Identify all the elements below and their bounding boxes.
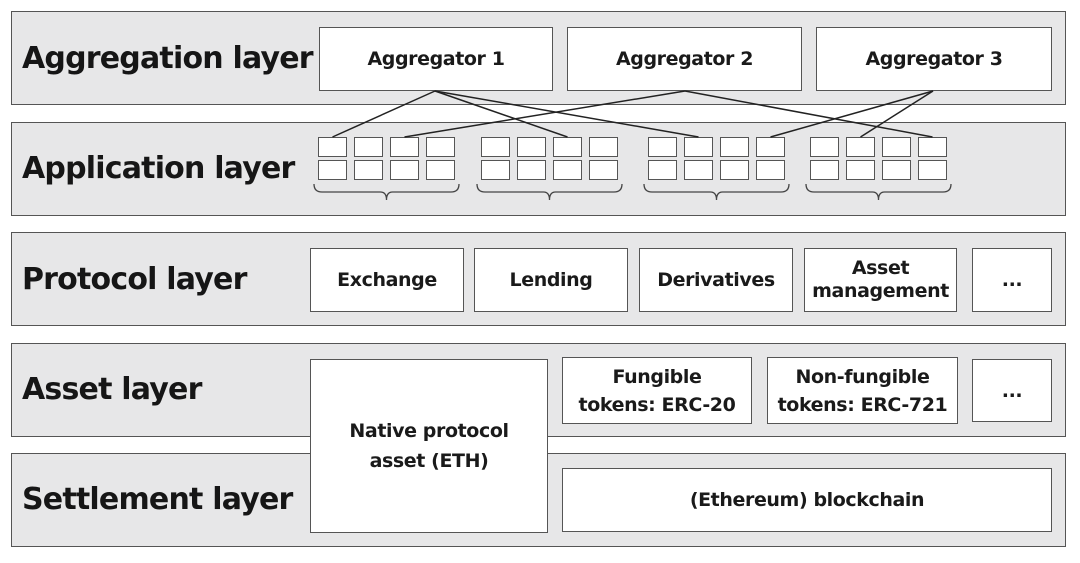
protocol-lending-box: Lending xyxy=(474,248,628,312)
application-box xyxy=(882,137,911,157)
protocol-asset-management-box: Asset management xyxy=(804,248,957,312)
aggregator-3-box: Aggregator 3 xyxy=(816,27,1052,91)
application-box xyxy=(756,160,785,180)
application-box xyxy=(354,160,383,180)
application-box xyxy=(553,160,582,180)
aggregator-1-label: Aggregator 1 xyxy=(367,48,505,70)
application-box xyxy=(756,137,785,157)
non-fungible-tokens-label: Non-fungible tokens: ERC-721 xyxy=(777,365,948,416)
application-box xyxy=(810,137,839,157)
application-box xyxy=(481,137,510,157)
application-box xyxy=(390,160,419,180)
blockchain-box: (Ethereum) blockchain xyxy=(562,468,1052,532)
application-box xyxy=(918,137,947,157)
protocol-more-label: ... xyxy=(1001,269,1023,291)
asset-more-label: ... xyxy=(1001,379,1023,402)
application-box xyxy=(426,160,455,180)
application-box xyxy=(589,137,618,157)
application-box xyxy=(810,160,839,180)
protocol-derivatives-box: Derivatives xyxy=(639,248,793,312)
application-layer-label: Application layer xyxy=(22,151,295,186)
protocol-asset-management-label: Asset management xyxy=(812,257,949,302)
settlement-layer-label: Settlement layer xyxy=(22,482,293,517)
aggregator-2-label: Aggregator 2 xyxy=(615,48,754,70)
aggregator-3-label: Aggregator 3 xyxy=(865,48,1003,70)
application-box xyxy=(517,137,546,157)
native-asset-box: Native protocol asset (ETH) xyxy=(310,359,548,533)
non-fungible-tokens-box: Non-fungible tokens: ERC-721 xyxy=(767,357,958,424)
application-box xyxy=(390,137,419,157)
protocol-lending-label: Lending xyxy=(509,269,593,291)
application-box xyxy=(882,160,911,180)
native-asset-label: Native protocol asset (ETH) xyxy=(349,420,509,472)
application-box xyxy=(553,137,582,157)
asset-layer-label: Asset layer xyxy=(22,372,202,407)
protocol-more-box: ... xyxy=(972,248,1052,312)
fungible-tokens-label: Fungible tokens: ERC-20 xyxy=(578,365,736,416)
application-box xyxy=(517,160,546,180)
application-box xyxy=(648,137,677,157)
application-box xyxy=(426,137,455,157)
protocol-layer-label: Protocol layer xyxy=(22,262,247,297)
application-box xyxy=(918,160,947,180)
protocol-derivatives-label: Derivatives xyxy=(657,269,775,291)
application-box xyxy=(684,137,713,157)
application-box xyxy=(354,137,383,157)
fungible-tokens-box: Fungible tokens: ERC-20 xyxy=(562,357,752,424)
aggregator-2-box: Aggregator 2 xyxy=(567,27,802,91)
application-box xyxy=(720,160,749,180)
asset-more-box: ... xyxy=(972,359,1052,422)
application-box xyxy=(846,137,875,157)
application-box xyxy=(318,137,347,157)
application-box xyxy=(481,160,510,180)
application-box xyxy=(684,160,713,180)
aggregator-1-box: Aggregator 1 xyxy=(319,27,553,91)
application-box xyxy=(589,160,618,180)
application-box xyxy=(318,160,347,180)
protocol-exchange-box: Exchange xyxy=(310,248,464,312)
application-box xyxy=(846,160,875,180)
application-box xyxy=(648,160,677,180)
blockchain-label: (Ethereum) blockchain xyxy=(689,489,925,511)
aggregation-layer-label: Aggregation layer xyxy=(22,41,314,76)
protocol-exchange-label: Exchange xyxy=(337,269,437,291)
application-box xyxy=(720,137,749,157)
